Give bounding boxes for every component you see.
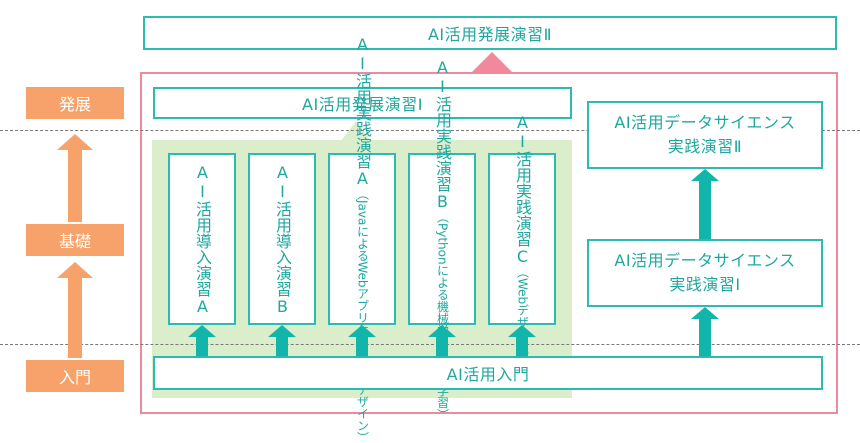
ds-practice-2-box: AI活用データサイエンス 実践演習Ⅱ — [587, 101, 823, 169]
ai-advanced-exercise-2-box: AI活用発展演習Ⅱ — [143, 16, 837, 50]
ds-practice-1-box: AI活用データサイエンス 実践演習Ⅰ — [587, 239, 823, 307]
course-intro-a: AI活用導入演習A — [168, 153, 236, 325]
green-up-triangle-icon — [341, 121, 371, 141]
teal-up-arrow-icon — [268, 325, 296, 356]
level-label-basic: 基礎 — [26, 224, 124, 256]
teal-up-arrow-icon — [508, 325, 536, 356]
orange-up-arrow-icon — [57, 262, 93, 358]
up-triangle-icon — [470, 52, 514, 74]
level-label-intro: 入門 — [26, 360, 124, 392]
ai-intro-box: AI活用入門 — [153, 356, 823, 390]
orange-up-arrow-icon — [57, 134, 93, 222]
course-intro-b: AI活用導入演習B — [248, 153, 316, 325]
advanced-basic-divider — [0, 130, 860, 131]
basic-intro-divider — [0, 344, 860, 345]
teal-up-arrow-icon — [691, 307, 719, 356]
level-label-advanced: 発展 — [26, 87, 124, 119]
teal-up-arrow-icon — [691, 169, 719, 239]
course-practice-c: AI活用実践演習C （Webデザイン） — [488, 113, 556, 365]
teal-up-arrow-icon — [188, 325, 216, 356]
course-practice-b: AI活用実践演習B （Pythonによる機械学習・深層学習） — [408, 58, 476, 420]
teal-up-arrow-icon — [428, 325, 456, 356]
ai-advanced-exercise-1-box: AI活用発展演習Ⅰ — [153, 87, 572, 119]
teal-up-arrow-icon — [348, 325, 376, 356]
program-frame — [140, 72, 838, 414]
course-practice-a: AI活用実践演習A （JavaによるWebアプリケーションデザイン） — [328, 35, 396, 443]
